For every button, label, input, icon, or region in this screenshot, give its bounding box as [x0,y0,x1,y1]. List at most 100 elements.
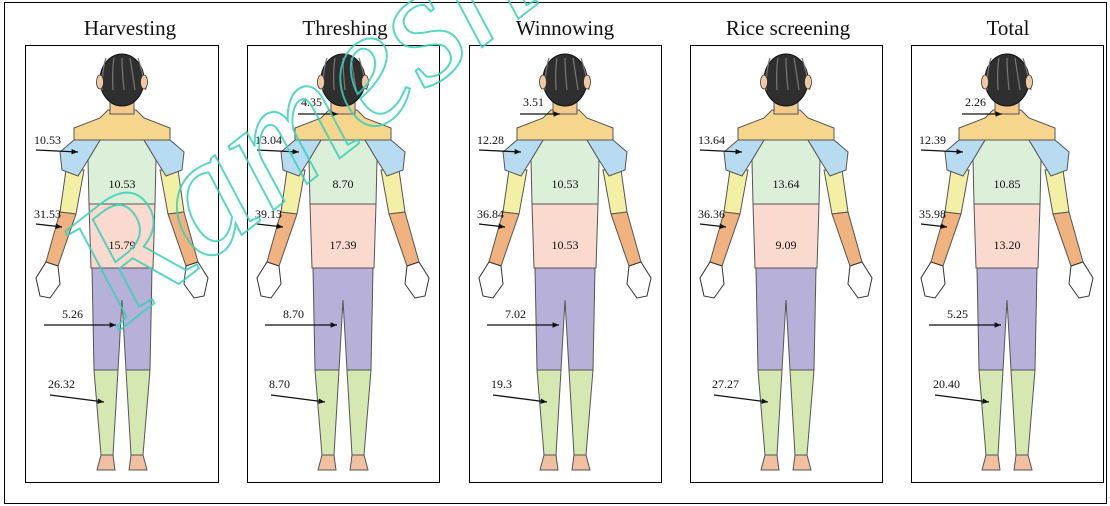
lower-back-region [89,204,155,268]
thigh-region [313,268,373,370]
value-upper-back: 10.85 [994,177,1021,191]
arrow-shoulder [257,149,299,154]
arrow-neck [520,111,560,116]
value-upper-back: 10.53 [109,177,136,191]
lower-back-region [974,204,1040,268]
body-figure: 3.51 12.28 10.53 36.84 10.53 7.02 19.3 [477,54,651,470]
foot-region [318,455,336,470]
arrow-shoulder [479,149,521,154]
value-lower-back: 13.20 [994,238,1021,252]
thigh-region [756,268,816,370]
ear [318,75,325,89]
hand-region [184,262,208,298]
calf-region [758,370,782,455]
forearm-region [832,212,862,266]
body-figure: 13.64 13.64 36.36 9.09 27.27 [698,54,872,470]
lower-back-region [532,204,598,268]
calf-region [94,370,118,455]
foot-region [572,455,590,470]
value-lower-back: 17.39 [330,238,357,252]
foot-region [761,455,779,470]
value-upper-back: 8.70 [333,177,354,191]
value-thigh: 5.26 [62,307,83,321]
value-calf: 27.27 [712,377,739,391]
foot-region [97,455,115,470]
ear [805,75,812,89]
value-neck: 3.51 [523,95,544,109]
upper-arm-region [603,170,627,214]
forearm-region [1053,212,1083,266]
hand-region [479,262,503,298]
upper-arm-region [945,170,969,214]
foot-region [793,455,811,470]
hand-region [848,262,872,298]
value-shoulder: 13.64 [698,133,725,147]
upper-arm-region [724,170,748,214]
value-neck: 2.26 [965,95,986,109]
calf-region [1011,370,1035,455]
thigh-region [535,268,595,370]
hand-region [405,262,429,298]
hand-region [36,262,60,298]
forearm-region [611,212,641,266]
value-lower-back: 15.79 [109,238,136,252]
upper-back-region [973,140,1041,204]
arrow-neck [298,111,338,116]
foot-region [1014,455,1032,470]
value-lower-back: 10.53 [552,238,579,252]
foot-region [129,455,147,470]
value-upper-back: 10.53 [552,177,579,191]
lower-back-region [310,204,376,268]
ear [1026,75,1033,89]
foot-region [350,455,368,470]
calf-region [537,370,561,455]
value-lower-back: 9.09 [776,238,797,252]
calf-region [569,370,593,455]
upper-arm-region [381,170,405,214]
value-shoulder: 12.28 [477,133,504,147]
value-calf: 19.3 [491,377,512,391]
hand-region [257,262,281,298]
ear [982,75,989,89]
forearm-region [389,212,419,266]
forearm-region [168,212,198,266]
upper-arm-region [60,170,84,214]
value-arm: 36.36 [698,207,725,221]
ear [362,75,369,89]
arrow-shoulder [36,149,78,154]
upper-back-region [309,140,377,204]
value-shoulder: 12.39 [919,133,946,147]
upper-arm-region [160,170,184,214]
calf-region [979,370,1003,455]
foot-region [982,455,1000,470]
thigh-region [92,268,152,370]
hand-region [700,262,724,298]
lower-back-region [753,204,819,268]
ear [761,75,768,89]
arrow-shoulder [921,149,963,154]
value-arm: 36.84 [477,207,504,221]
value-thigh: 7.02 [505,307,526,321]
hand-region [1069,262,1093,298]
arrow-neck [962,111,1002,116]
calf-region [790,370,814,455]
value-arm: 31.53 [34,207,61,221]
arrow-shoulder [700,149,742,154]
upper-arm-region [503,170,527,214]
upper-back-region [88,140,156,204]
upper-arm-region [1045,170,1069,214]
foot-region [540,455,558,470]
thigh-region [977,268,1037,370]
value-upper-back: 13.64 [773,177,800,191]
ear [540,75,547,89]
ear [584,75,591,89]
upper-back-region [752,140,820,204]
upper-arm-region [281,170,305,214]
value-thigh: 8.70 [283,307,304,321]
ear [141,75,148,89]
upper-arm-region [824,170,848,214]
upper-back-region [531,140,599,204]
